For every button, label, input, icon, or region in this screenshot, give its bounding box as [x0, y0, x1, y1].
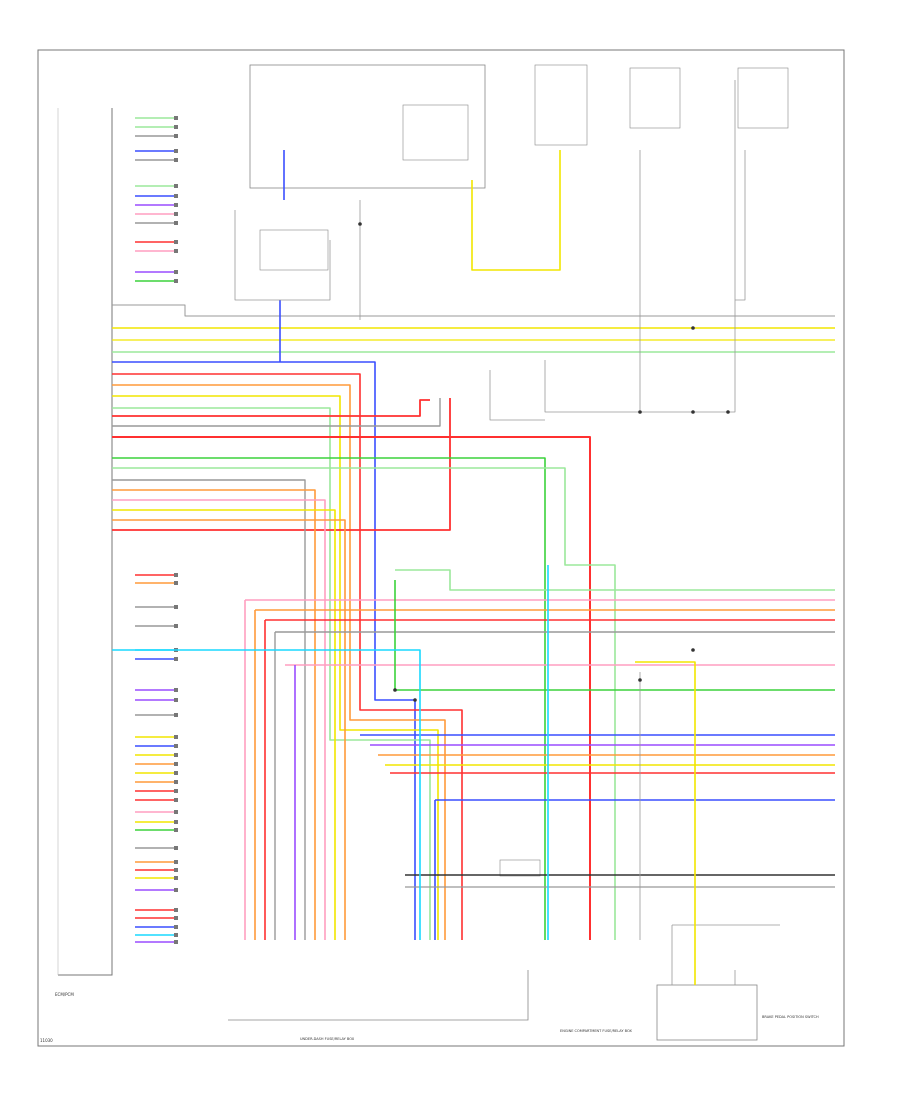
ecm-pin-terminal — [174, 158, 178, 162]
ecm-pin-terminal — [174, 125, 178, 129]
ecm-pin-terminal — [174, 698, 178, 702]
wire-light-green-2 — [112, 407, 431, 940]
junction-dot — [726, 410, 730, 414]
diagram-frame — [37, 49, 845, 1047]
ecm-pin-terminal — [174, 605, 178, 609]
ecm-pin-terminal — [174, 820, 178, 824]
ecm-pin-terminal — [174, 868, 178, 872]
junction-dot — [638, 410, 642, 414]
ecm-pin-terminal — [174, 624, 178, 628]
ecm-pin-terminal — [174, 688, 178, 692]
splice-block — [499, 859, 541, 877]
ecm-pin-terminal — [174, 240, 178, 244]
ecm-pin-terminal — [174, 846, 178, 850]
wire-pink-2 — [112, 499, 326, 940]
ecm-pin-terminal — [174, 908, 178, 912]
wires — [112, 80, 835, 985]
ecm-pin-terminal — [174, 184, 178, 188]
bottom-components: UNDER-DASH FUSE/RELAY BOX BRAKE PEDAL PO… — [228, 859, 819, 1041]
ecm-pin-terminal — [174, 713, 178, 717]
ecm-pin-terminal — [174, 876, 178, 880]
under-dash-label: UNDER-DASH FUSE/RELAY BOX — [300, 1037, 355, 1041]
wire-yellow-3 — [112, 509, 336, 940]
wire-cyan-2 — [112, 649, 421, 940]
ecm-pin-terminal — [174, 249, 178, 253]
junction-dot — [393, 688, 397, 692]
ecm-pin-terminal — [174, 212, 178, 216]
junction-dot — [691, 648, 695, 652]
ecm-connector-block: ECM/PCM 11030 — [40, 108, 113, 1043]
ecm-pin-terminal — [174, 780, 178, 784]
top-components: ENGINE COMPARTMENT FUSE/RELAY BOX — [249, 64, 789, 1033]
wire-gray-2 — [112, 398, 441, 427]
ecm-pin-terminal — [174, 916, 178, 920]
fuse-box-3 — [737, 67, 789, 129]
ecm-pin-terminal — [174, 810, 178, 814]
wire-gray-6 — [735, 150, 746, 301]
ecm-pin-terminal — [174, 573, 178, 577]
eng-compartment-label: ENGINE COMPARTMENT FUSE/RELAY BOX — [560, 1029, 633, 1033]
ecm-pin-terminal — [174, 888, 178, 892]
junction-dot — [691, 326, 695, 330]
wire-yellow-loop — [471, 150, 561, 271]
wire-gray-3 — [112, 479, 306, 940]
junction-dot — [358, 222, 362, 226]
brake-switch-label: BRAKE PEDAL POSITION SWITCH — [762, 1015, 819, 1019]
wire-light-green-4 — [395, 569, 835, 591]
wire-gray-relay — [489, 370, 545, 421]
ecm-pin-terminal — [174, 149, 178, 153]
ecm-pin-terminal — [174, 828, 178, 832]
ecm-pin-terminal — [174, 933, 178, 937]
wire-blue-main — [112, 361, 416, 940]
wire-orange-2 — [112, 489, 316, 940]
wire-gray-top — [112, 304, 835, 317]
pgm-fi-relay-box — [249, 64, 486, 189]
junction-dot — [691, 410, 695, 414]
ecm-pin-terminal — [174, 925, 178, 929]
ecm-pin-terminal — [174, 771, 178, 775]
ecm-pin-terminal — [174, 744, 178, 748]
ecm-pin-terminal — [174, 279, 178, 283]
wire-orange-1 — [112, 384, 446, 940]
junction-dots — [358, 222, 730, 702]
sub-relay — [259, 229, 329, 271]
ecm-pin-terminal — [174, 116, 178, 120]
ecm-pin-terminal — [174, 134, 178, 138]
wire-light-green-3 — [112, 467, 616, 940]
ecm-pin-terminal — [174, 221, 178, 225]
brake-switch-box — [656, 984, 758, 1041]
ecm-pin-terminal — [174, 762, 178, 766]
wire-red-4 — [112, 398, 451, 531]
fuse-box-1 — [534, 64, 588, 146]
ecm-pin-terminal — [174, 860, 178, 864]
ecm-pin-terminal — [174, 735, 178, 739]
fuse-box-2 — [629, 67, 681, 129]
ecm-pin-terminal — [174, 940, 178, 944]
footer-code: 11030 — [40, 1038, 53, 1043]
ecm-pin-terminal — [174, 194, 178, 198]
junction-dot — [413, 698, 417, 702]
ecm-label: ECM/PCM — [55, 992, 74, 997]
junction-dot — [638, 678, 642, 682]
ecm-pin-terminal — [174, 789, 178, 793]
ecm-pin-terminal — [174, 753, 178, 757]
ecm-pin-terminal — [174, 798, 178, 802]
wire-orange-3 — [112, 519, 346, 940]
ecm-pin-terminal — [174, 270, 178, 274]
wire-gray-8 — [234, 210, 331, 301]
ecm-pin-terminal — [174, 581, 178, 585]
wire-red-1 — [112, 373, 463, 940]
ecm-pin-terminal — [174, 203, 178, 207]
wire-red-2 — [112, 399, 430, 417]
wire-yellow-brake — [635, 661, 696, 985]
wire-red-3 — [112, 436, 591, 940]
inner-relay — [402, 104, 469, 161]
ecm-pin-terminal — [174, 657, 178, 661]
